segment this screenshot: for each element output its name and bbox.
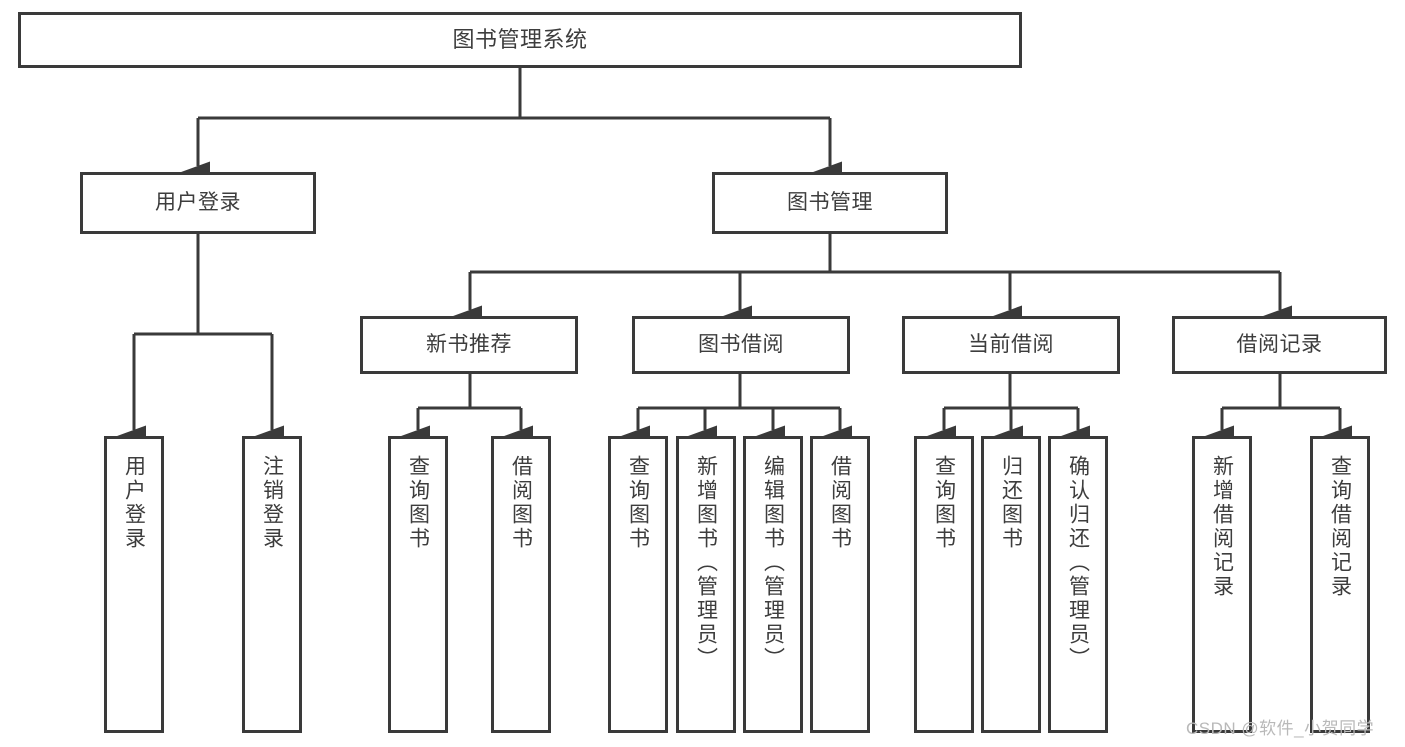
node-leaf-current-confirm-return[interactable]: 确认归还（管理员） bbox=[1048, 436, 1108, 733]
node-leaf-user-login-label: 用户登录 bbox=[122, 455, 146, 551]
node-new-book-recommend-label: 新书推荐 bbox=[426, 332, 512, 356]
node-leaf-current-query[interactable]: 查询图书 bbox=[914, 436, 974, 733]
node-new-book-recommend[interactable]: 新书推荐 bbox=[360, 316, 578, 374]
node-leaf-current-return-label: 归还图书 bbox=[999, 455, 1023, 551]
node-leaf-newbook-query-label: 查询图书 bbox=[406, 455, 430, 551]
node-current-borrow[interactable]: 当前借阅 bbox=[902, 316, 1120, 374]
node-borrow-record[interactable]: 借阅记录 bbox=[1172, 316, 1387, 374]
node-leaf-borrow-book[interactable]: 借阅图书 bbox=[810, 436, 870, 733]
node-leaf-borrow-query[interactable]: 查询图书 bbox=[608, 436, 668, 733]
node-leaf-newbook-borrow-label: 借阅图书 bbox=[509, 455, 533, 551]
node-leaf-current-confirm-return-label: 确认归还（管理员） bbox=[1066, 455, 1090, 671]
node-user-login-label: 用户登录 bbox=[155, 190, 241, 214]
node-leaf-logout[interactable]: 注销登录 bbox=[242, 436, 302, 733]
node-leaf-newbook-borrow[interactable]: 借阅图书 bbox=[491, 436, 551, 733]
node-current-borrow-label: 当前借阅 bbox=[968, 332, 1054, 356]
node-leaf-user-login[interactable]: 用户登录 bbox=[104, 436, 164, 733]
node-user-login[interactable]: 用户登录 bbox=[80, 172, 316, 234]
node-borrow-record-label: 借阅记录 bbox=[1236, 332, 1323, 356]
node-leaf-logout-label: 注销登录 bbox=[260, 455, 284, 551]
node-leaf-record-add[interactable]: 新增借阅记录 bbox=[1192, 436, 1252, 733]
node-leaf-record-query[interactable]: 查询借阅记录 bbox=[1310, 436, 1370, 733]
node-leaf-current-query-label: 查询图书 bbox=[932, 455, 956, 551]
node-book-borrow[interactable]: 图书借阅 bbox=[632, 316, 850, 374]
node-leaf-record-add-label: 新增借阅记录 bbox=[1210, 455, 1234, 599]
node-leaf-borrow-add-label: 新增图书（管理员） bbox=[694, 455, 718, 671]
node-book-borrow-label: 图书借阅 bbox=[698, 332, 784, 356]
node-book-manage-label: 图书管理 bbox=[787, 190, 873, 214]
node-leaf-borrow-add[interactable]: 新增图书（管理员） bbox=[676, 436, 736, 733]
node-root[interactable]: 图书管理系统 bbox=[18, 12, 1022, 68]
node-leaf-current-return[interactable]: 归还图书 bbox=[981, 436, 1041, 733]
node-leaf-borrow-edit[interactable]: 编辑图书（管理员） bbox=[743, 436, 803, 733]
node-leaf-newbook-query[interactable]: 查询图书 bbox=[388, 436, 448, 733]
node-leaf-record-query-label: 查询借阅记录 bbox=[1328, 455, 1352, 599]
node-leaf-borrow-query-label: 查询图书 bbox=[626, 455, 650, 551]
node-book-manage[interactable]: 图书管理 bbox=[712, 172, 948, 234]
node-leaf-borrow-book-label: 借阅图书 bbox=[828, 455, 852, 551]
node-root-label: 图书管理系统 bbox=[452, 27, 588, 53]
node-leaf-borrow-edit-label: 编辑图书（管理员） bbox=[761, 455, 785, 671]
